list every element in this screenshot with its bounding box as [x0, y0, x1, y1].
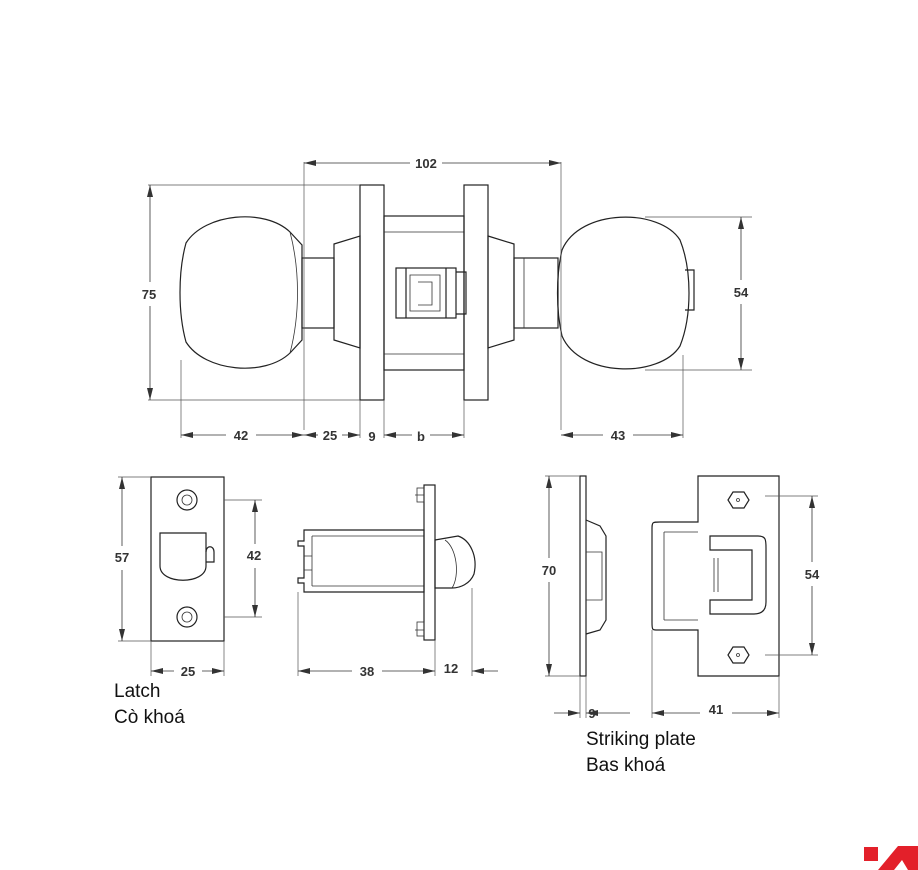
knob-set-drawing: 102 75 54 42 25 9 b 43 — [142, 156, 752, 444]
latch-caption-vi: Cò khoá — [114, 707, 185, 728]
strike-plate-edge — [579, 475, 587, 677]
left-knob — [179, 216, 303, 369]
left-rose-step — [333, 235, 361, 349]
strike-side-view: 70 9 — [542, 475, 630, 721]
deadlatch-plunger — [205, 546, 215, 563]
dim-latch-length: 38 — [360, 664, 374, 679]
strike-plate-outline — [651, 475, 780, 677]
dim-left-neck: 25 — [323, 428, 337, 443]
latch-caption: Latch Cò khoá — [114, 679, 185, 731]
dim-door-thickness: b — [417, 429, 425, 444]
latch-faceplate — [150, 476, 225, 642]
hafele-logo — [864, 846, 918, 870]
dim-rose-thickness: 9 — [368, 429, 375, 444]
latch-tube — [297, 529, 425, 593]
dim-strike-height: 70 — [542, 563, 556, 578]
latch-mechanism-view — [395, 267, 467, 319]
left-shank — [301, 257, 335, 329]
latch-bolt-side — [434, 535, 476, 589]
right-rose-step — [487, 235, 515, 349]
push-button — [685, 269, 695, 311]
strike-caption-vi: Bas khoá — [586, 755, 666, 776]
dim-latch-bolt-projection: 12 — [444, 661, 458, 676]
strike-caption-en: Striking plate — [586, 729, 696, 750]
latch-front-view: 57 42 25 — [115, 476, 262, 679]
latch-bolt-face — [159, 532, 207, 581]
dim-knob-diameter: 54 — [734, 285, 749, 300]
strike-screw-top — [727, 491, 750, 509]
screw-hole-bottom — [176, 606, 198, 628]
right-rose-plate — [463, 184, 489, 401]
dim-left-knob-length: 42 — [234, 428, 248, 443]
dim-knob-height: 75 — [142, 287, 156, 302]
dim-strike-width: 41 — [709, 702, 723, 717]
strike-front-view: 54 41 — [651, 475, 820, 718]
dim-latch-height: 57 — [115, 550, 129, 565]
dim-overall-width: 102 — [415, 156, 437, 171]
strike-caption: Striking plate Bas khoá — [586, 727, 696, 779]
latch-caption-en: Latch — [114, 681, 161, 702]
strike-box-side — [585, 519, 607, 635]
left-rose-plate — [359, 184, 385, 401]
dim-right-knob-length: 43 — [611, 428, 625, 443]
screw-hole-top — [176, 489, 198, 511]
dim-latch-hole-spacing: 42 — [247, 548, 261, 563]
latch-front-plate — [423, 484, 436, 641]
dim-strike-thickness: 9 — [588, 706, 595, 721]
right-shank — [513, 257, 559, 329]
latch-side-view: 38 12 — [297, 484, 498, 679]
strike-opening — [709, 535, 767, 615]
dim-strike-hole-spacing: 54 — [805, 567, 820, 582]
strike-screw-bottom — [727, 646, 750, 664]
right-knob — [556, 216, 690, 370]
dim-latch-width: 25 — [181, 664, 195, 679]
